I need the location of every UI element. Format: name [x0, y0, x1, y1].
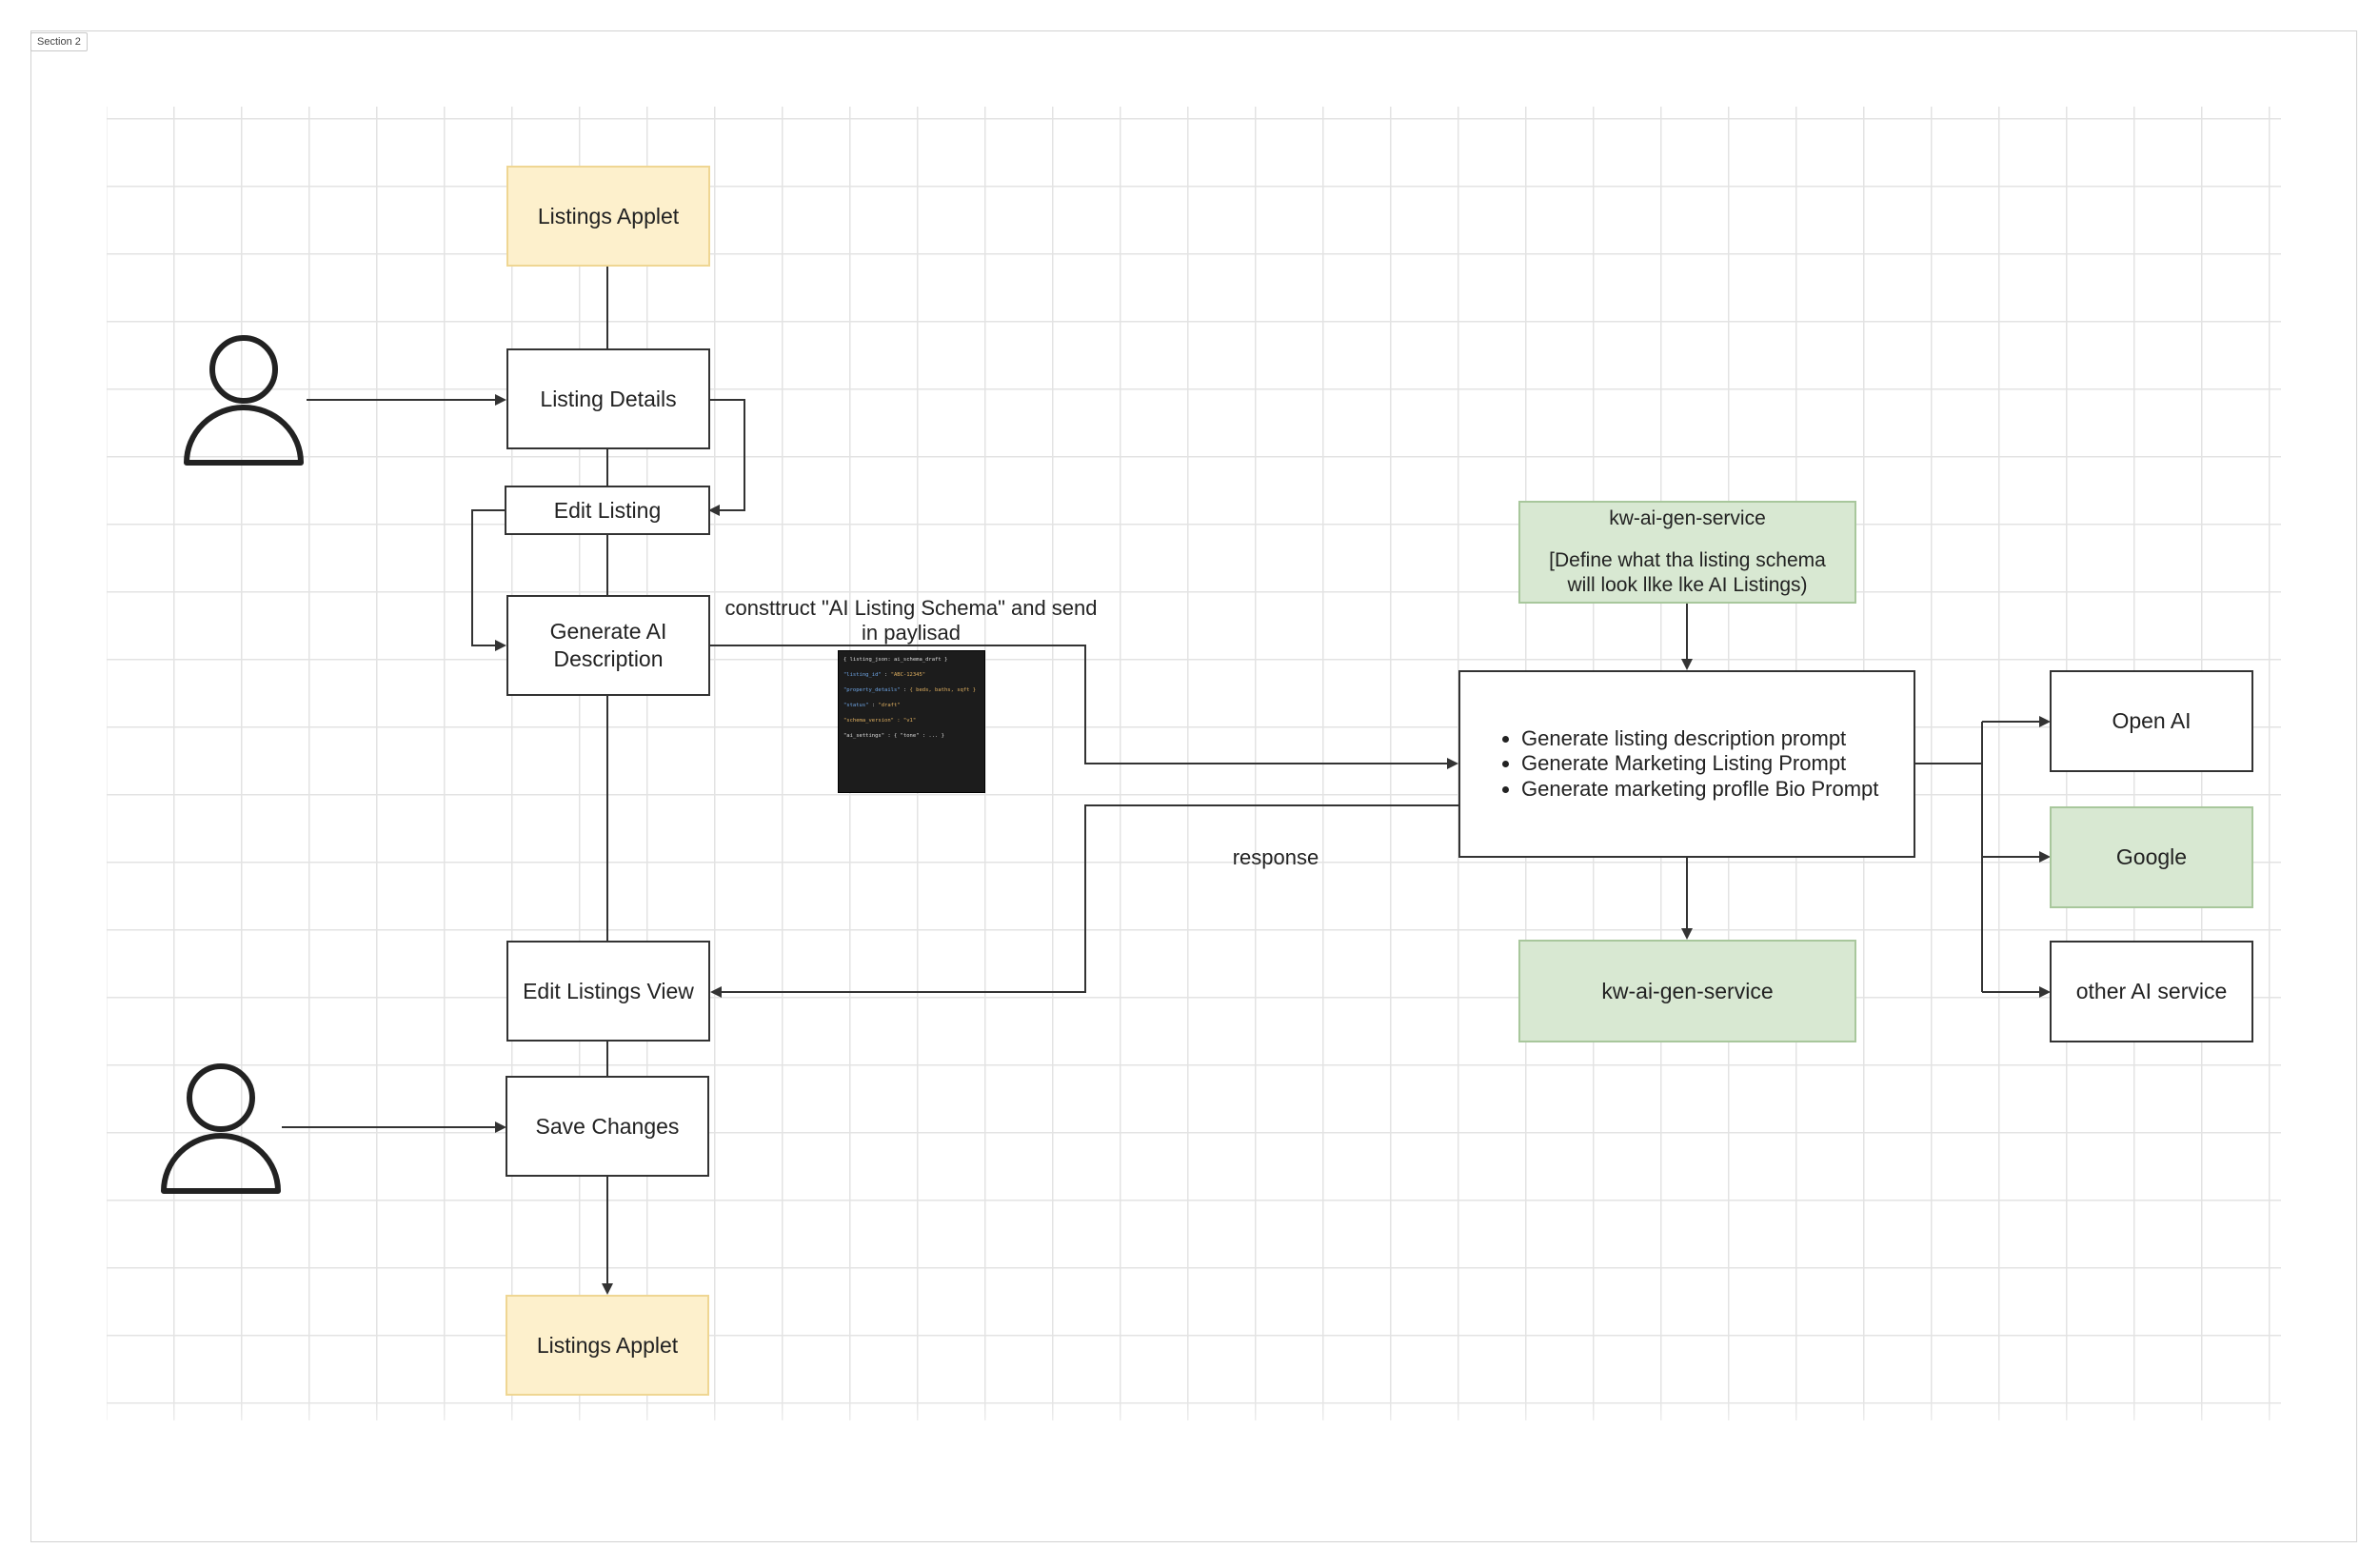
edit-listing-node[interactable]: Edit Listing — [505, 486, 710, 535]
response-label: response — [1232, 845, 1319, 869]
edge-response — [710, 804, 1458, 998]
user-icon — [161, 1063, 281, 1194]
generate-ai-description-node[interactable]: Generate AI Description — [506, 595, 710, 696]
listings-applet-bottom[interactable]: Listings Applet — [506, 1295, 709, 1396]
service-title: kw-ai-gen-service — [1609, 506, 1766, 529]
edge-details-loop — [708, 399, 745, 516]
other-ai-service-node[interactable]: other AI service — [2050, 941, 2253, 1042]
listings-applet-top[interactable]: Listings Applet — [506, 166, 710, 267]
prompt-item: Generate marketing proflle Bio Prompt — [1521, 777, 1878, 802]
kw-ai-gen-service-bottom[interactable]: kw-ai-gen-service — [1518, 940, 1856, 1042]
prompt-generation-node[interactable]: Generate listing description prompt Gene… — [1458, 670, 1915, 858]
section-tag: Section 2 — [30, 32, 88, 51]
edge-generate-prompt — [710, 645, 1458, 769]
edit-listings-view-node[interactable]: Edit Listings View — [506, 941, 710, 1042]
payload-code-snippet: { listing_json: ai_schema_draft } "listi… — [838, 650, 985, 793]
prompt-item: Generate listing description prompt — [1521, 726, 1878, 751]
kw-ai-gen-service-top[interactable]: kw-ai-gen-service [Define what tha listi… — [1518, 501, 1856, 604]
edge-edit-loop — [471, 509, 506, 651]
save-changes-node[interactable]: Save Changes — [506, 1076, 709, 1177]
construct-payload-label: consttruct "AI Listing Schema" and send … — [724, 596, 1098, 645]
service-note: [Define what tha listing schema will loo… — [1549, 548, 1826, 597]
user-icon — [184, 335, 304, 466]
prompt-item: Generate Marketing Listing Prompt — [1521, 751, 1878, 776]
open-ai-node[interactable]: Open AI — [2050, 670, 2253, 772]
listing-details-node[interactable]: Listing Details — [506, 348, 710, 449]
google-node[interactable]: Google — [2050, 806, 2253, 908]
